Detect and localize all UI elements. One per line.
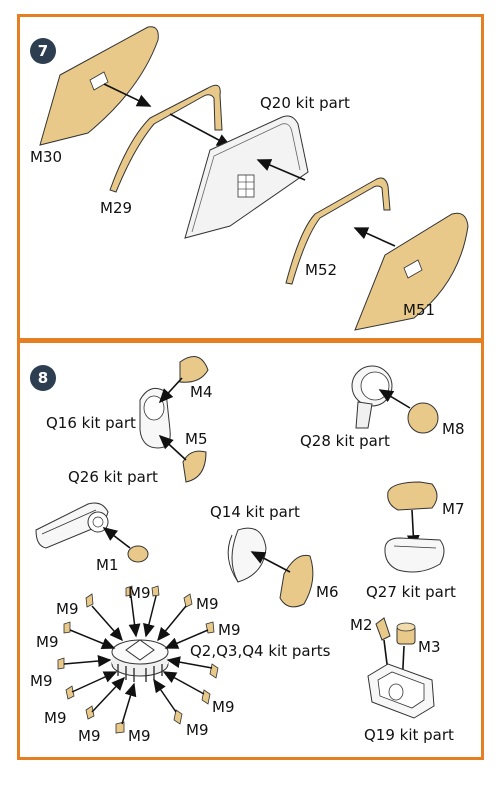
part-m30 (39, 26, 159, 146)
step-7-badge: 7 (30, 38, 56, 64)
label-m9-3: M9 (196, 595, 219, 613)
label-m30: M30 (30, 148, 62, 166)
label-m9-1: M9 (56, 600, 79, 618)
svg-text:7: 7 (38, 42, 48, 60)
label-q27: Q27 kit part (366, 583, 456, 601)
label-m2: M2 (350, 616, 373, 634)
label-m9-5: M9 (36, 633, 59, 651)
label-m51: M51 (403, 301, 435, 319)
label-m8: M8 (442, 420, 465, 438)
part-m29 (109, 84, 223, 193)
part-q19 (367, 663, 435, 719)
part-q14 (227, 527, 267, 583)
label-q20: Q20 kit part (260, 94, 350, 112)
label-m9-11: M9 (212, 698, 235, 716)
label-m9-6: M9 (30, 672, 53, 690)
part-m1 (127, 545, 149, 563)
label-m9-10: M9 (186, 721, 209, 739)
label-m9-8: M9 (78, 727, 101, 745)
label-m9-2: M9 (128, 584, 151, 602)
label-q28: Q28 kit part (300, 432, 390, 450)
part-m3 (396, 622, 416, 645)
part-q2-q3-q4 (111, 639, 169, 682)
part-m8 (407, 402, 439, 434)
svg-text:8: 8 (38, 369, 48, 387)
label-m3: M3 (418, 638, 441, 656)
label-m4: M4 (190, 383, 213, 401)
part-m52 (285, 177, 391, 285)
label-q2-q3-q4: Q2,Q3,Q4 kit parts (190, 642, 331, 660)
label-q19: Q19 kit part (364, 726, 454, 744)
part-m5 (182, 450, 207, 483)
label-m9-7: M9 (44, 709, 67, 727)
label-q16: Q16 kit part (46, 414, 136, 432)
part-m6 (279, 554, 314, 608)
part-q26 (35, 502, 109, 549)
label-m7: M7 (442, 500, 465, 518)
label-m9-9: M9 (128, 727, 151, 745)
label-m9-4: M9 (218, 621, 241, 639)
part-q20 (184, 115, 309, 239)
m9-arrows (63, 595, 213, 725)
label-m5: M5 (185, 430, 208, 448)
step-8-badge: 8 (30, 365, 56, 391)
part-q16 (139, 387, 171, 449)
label-m52: M52 (305, 261, 337, 279)
part-m4 (179, 356, 209, 383)
m9-decals (57, 585, 219, 734)
label-m1: M1 (96, 556, 119, 574)
label-m6: M6 (316, 583, 339, 601)
part-q27 (384, 537, 445, 573)
label-q26: Q26 kit part (68, 468, 158, 486)
part-m51 (354, 212, 469, 331)
part-q28 (351, 365, 393, 429)
part-m7 (387, 481, 438, 511)
label-q14: Q14 kit part (210, 503, 300, 521)
label-m29: M29 (100, 199, 132, 217)
part-m2 (375, 617, 391, 641)
